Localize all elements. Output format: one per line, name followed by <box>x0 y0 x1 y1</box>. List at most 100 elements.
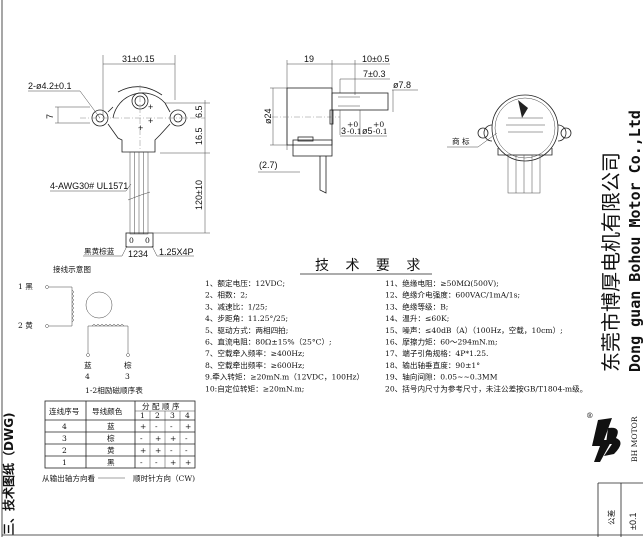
dim-offset: 7 <box>45 114 55 119</box>
sequence-cell: + <box>170 434 176 443</box>
lead-3-num: 3 <box>125 372 130 381</box>
spec-item: 5、驱动方式：两相四拍; <box>205 325 288 335</box>
connector-spec: 1.25X4P <box>159 247 194 257</box>
lead-color: 黑 <box>107 458 115 467</box>
lead-number: 4 <box>62 422 67 431</box>
lead-number: 2 <box>62 446 67 455</box>
spec-item: 4、步距角：11.25°/25; <box>205 313 288 323</box>
trademark-label: 商 标 <box>452 136 470 146</box>
svg-text:+0: +0 <box>373 120 384 129</box>
spec-item: 20、括号内尺寸为参考尺寸，未注公差按GB/T1804-m级。 <box>385 383 587 393</box>
header-lead: 连线序号 <box>49 406 80 416</box>
svg-text:+0: +0 <box>347 120 358 129</box>
sequence-cell: - <box>155 422 158 431</box>
sequence-cell: - <box>140 434 143 443</box>
spec-item: 11、绝缘电阻：≥50MΩ(500V); <box>385 278 499 288</box>
sequence-cell: - <box>170 446 173 455</box>
technical-requirements: 技 术 要 求 1、额定电压：12VDC;2、相数：2;3、减速比：1/25;4… <box>205 258 587 393</box>
sequence-cell: - <box>155 458 158 467</box>
spec-item: 2、相数：2; <box>205 290 248 300</box>
sequence-cell: + <box>155 434 161 443</box>
side-view: 19 10±0.5 7±0.3 ø7.8 ø24 3 +0 -0.1 ø5 +0… <box>258 54 418 194</box>
lead-color: 蓝 <box>107 421 115 431</box>
spec-item: 16、摩擦力矩：60～294mN.m; <box>385 337 498 347</box>
tolerance-label: 公差 <box>606 509 616 525</box>
svg-text:-0.1: -0.1 <box>347 127 362 136</box>
lead-number: 1 <box>62 458 67 467</box>
svg-text:+: + <box>148 102 153 112</box>
wire-spec: 4-AWG30# UL1571 <box>50 181 128 191</box>
spec-item: 12、绝缘介电强度：600VAC/1mA/1s; <box>385 290 520 300</box>
lead-4-color: 蓝 <box>84 360 92 370</box>
wiring-diagram: 接线示意图 1 黑 2 黄 蓝 4 棕 3 <box>18 264 132 381</box>
spec-item: 7、空载牵入频率：≥400Hz; <box>205 348 305 358</box>
tolerance-value: ±0.1 <box>628 513 638 530</box>
company-name-en: Dong guan Bohou Motor Co.,Ltd <box>626 110 643 372</box>
spec-item: 3、减速比：1/25; <box>205 301 267 311</box>
sequence-cell: + <box>140 422 146 431</box>
dim-upper: 6.5 <box>194 105 204 118</box>
dim-flat: 3 <box>341 126 346 136</box>
lead-number: 3 <box>62 434 67 443</box>
svg-text:+: + <box>138 123 143 133</box>
dim-body-depth: 19 <box>304 54 314 64</box>
dim-shaft-length: 10±0.5 <box>362 54 389 64</box>
svg-text:0: 0 <box>145 236 150 245</box>
spec-item: 17、端子引角规格：4P*1.25. <box>385 348 488 358</box>
title-block: 公差 ±0.1 <box>597 482 643 537</box>
spec-item: 9.牵入转矩：≥20mN.m（12VDC，100Hz） <box>205 372 364 382</box>
logo-text: BH MOTOR <box>630 416 639 462</box>
lead-4-num: 4 <box>85 372 90 381</box>
dim-wire-length: 120±10 <box>194 180 204 210</box>
lead-color: 黄 <box>107 445 115 455</box>
header-color: 导线颜色 <box>92 406 123 416</box>
dim-flat-length: 7±0.3 <box>363 69 385 79</box>
spec-item: 18、输出轴垂直度：90±1° <box>385 360 480 370</box>
sequence-cell: + <box>185 458 191 467</box>
svg-text:®: ® <box>586 411 594 420</box>
wire-colors: 黑黄棕蓝 <box>84 246 115 256</box>
step-header: 3 <box>170 411 175 420</box>
caption-left: 从输出轴方向看 <box>42 473 96 483</box>
lead-1-label: 1 黑 <box>18 282 33 291</box>
sequence-cell: - <box>140 458 143 467</box>
sequence-cell: - <box>185 446 188 455</box>
spec-item: 6、直流电阻：80Ω±15%（25°C）; <box>205 337 332 347</box>
sequence-cell: + <box>170 458 176 467</box>
step-header: 2 <box>155 411 160 420</box>
spec-item: 10:自定位转矩：≥20mN.m; <box>205 383 304 393</box>
svg-text:+: + <box>148 116 153 126</box>
table-title: 1-2相励磁顺序表 <box>85 385 143 395</box>
header-sequence: 分 配 顺 序 <box>142 401 180 411</box>
dim-shaft-dia: ø5 <box>362 126 373 136</box>
lead-color: 棕 <box>107 433 115 443</box>
pin-numbers: 1234 <box>128 249 148 259</box>
dim-offset-ref: (2.7) <box>259 160 278 170</box>
iso-view: 商 标 <box>447 94 572 194</box>
company-name-cn: 东莞市博厚电机有限公司 <box>599 152 623 372</box>
spec-item: 1、额定电压：12VDC; <box>205 278 285 288</box>
spec-item: 14、温升：≤60K; <box>385 314 449 323</box>
lead-2-label: 2 黄 <box>18 320 33 330</box>
section-label: 三、技术图纸（DWG) <box>1 412 16 535</box>
spec-item: 13、绝缘等级：B; <box>385 301 448 311</box>
spec-item: 19、轴向间隙：0.05~~0.3MM <box>385 372 498 382</box>
sequence-cell: + <box>185 422 191 431</box>
step-header: 4 <box>185 411 190 420</box>
sequence-cell: + <box>155 446 161 455</box>
dim-body-dia: ø24 <box>263 108 273 124</box>
dim-lower: 16.5 <box>194 127 204 145</box>
sequence-cell: - <box>185 434 188 443</box>
bh-motor-logo: ® BH MOTOR <box>586 411 639 462</box>
dim-width: 31±0.15 <box>122 54 154 64</box>
svg-text:0: 0 <box>129 236 134 245</box>
dim-hub-dia: ø7.8 <box>393 80 411 90</box>
sequence-cell: - <box>170 422 173 431</box>
step-header: 1 <box>140 411 145 420</box>
sequence-cell: + <box>140 446 146 455</box>
wiring-title: 接线示意图 <box>53 264 91 274</box>
spec-item: 8、空载牵出频率：≥600Hz; <box>205 360 305 370</box>
dim-holes: 2-ø4.2±0.1 <box>28 81 71 91</box>
